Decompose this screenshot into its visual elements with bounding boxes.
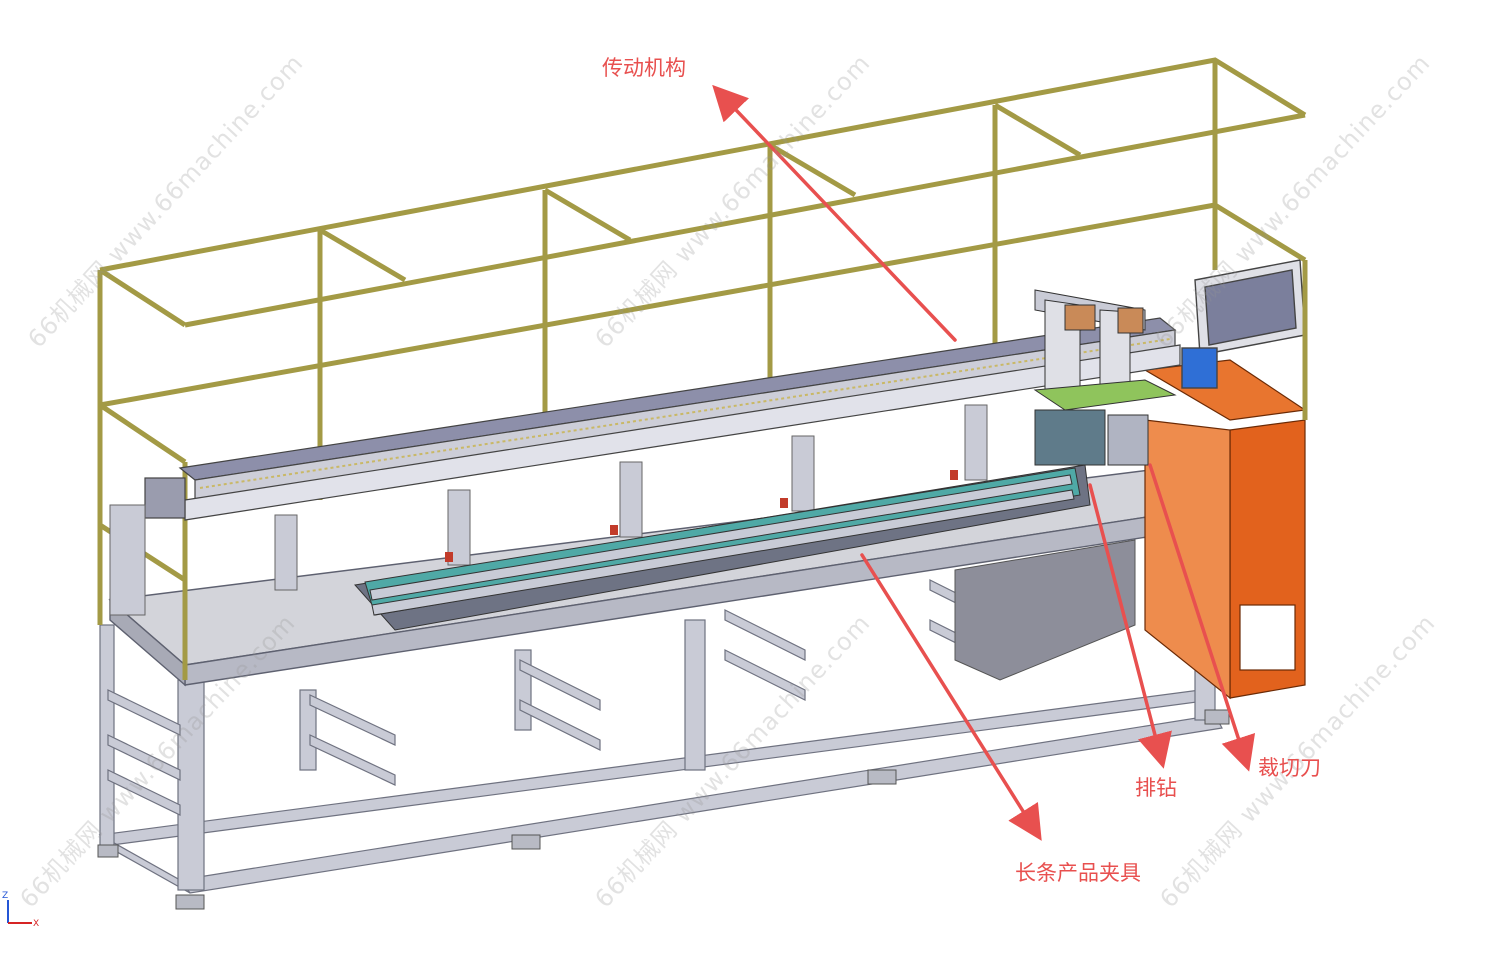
callout-arrows [712,84,1256,841]
leveling-feet [97,709,1230,910]
control-cabinet [1143,359,1307,700]
arrow-cutter [1148,463,1256,772]
axis-z-label: Z [2,891,8,901]
drive-rail [144,317,1181,521]
fixture-clamps [445,470,958,562]
label-drive-mechanism: 传动机构 [602,56,686,80]
axis-triad [7,900,32,924]
hmi-screen [1181,259,1306,389]
axis-x-label: X [33,919,39,929]
base-frame [98,519,1223,894]
arrow-fixture [860,553,1042,841]
fixture-assembly [354,464,1091,631]
rail-supports [109,404,988,616]
upper-frame [97,57,1308,680]
label-cutter: 裁切刀 [1258,756,1321,780]
label-fixture: 长条产品夹具 [1015,861,1141,885]
label-gang-drill: 排钻 [1135,776,1177,800]
arrow-gang-drill [1088,483,1172,769]
arrow-drive-mechanism [712,84,957,342]
drill-head [1033,289,1177,466]
